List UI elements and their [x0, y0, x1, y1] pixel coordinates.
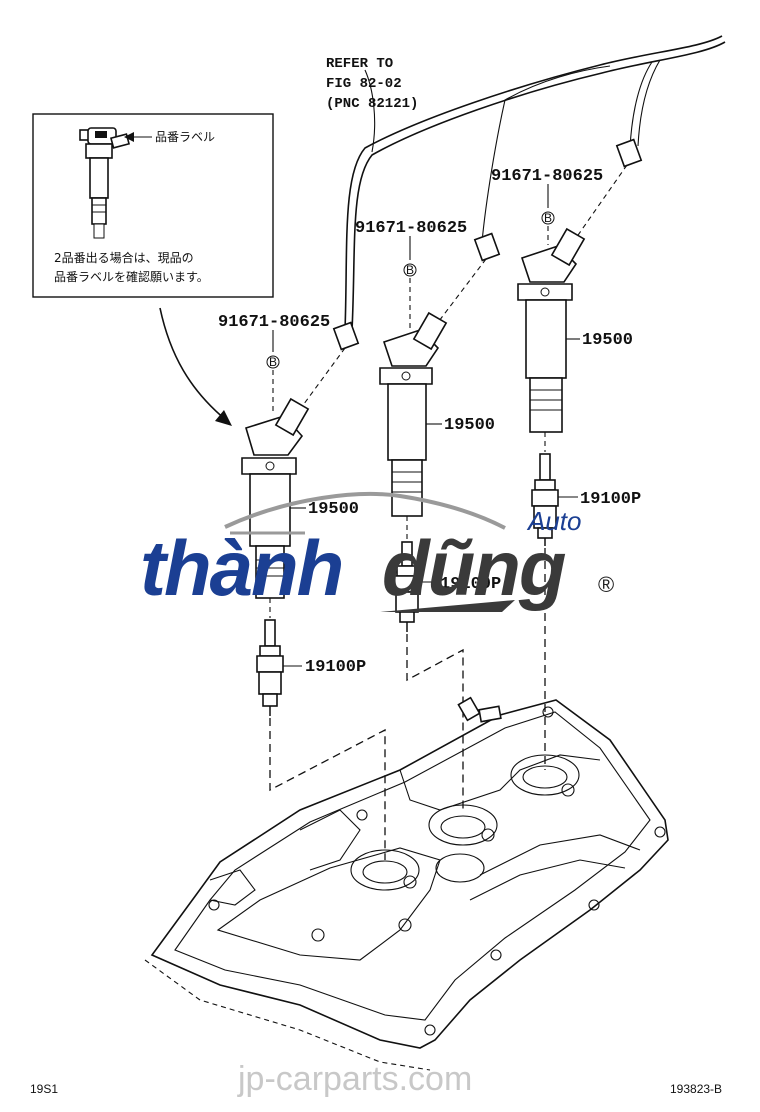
- inset-label-text: 品番ラベル: [155, 130, 215, 144]
- inset-note-line-1: 2品番出る場合は、現品の: [54, 250, 194, 265]
- watermark: thành dũng Auto ® jp-carparts.com: [140, 492, 614, 1098]
- watermark-arc: [224, 492, 506, 530]
- clamp-part-number-2: 91671-80625: [355, 219, 467, 238]
- watermark-site: jp-carparts.com: [237, 1060, 472, 1098]
- inset-note-box: 品番ラベル 2品番出る場合は、現品の 品番ラベルを確認願います。: [32, 113, 274, 298]
- plug-bore-1: [350, 849, 420, 891]
- clamp-connector-1: [332, 321, 360, 351]
- clamp-marker-circle-2: [403, 263, 417, 277]
- inset-coil-icon: [79, 127, 131, 239]
- clamp-marker-2: B: [406, 263, 414, 277]
- spark-plug-1: [256, 619, 302, 716]
- clamp-part-number-3: 91671-80625: [491, 167, 603, 186]
- reference-line-3: (PNC 82121): [326, 96, 418, 112]
- reference-line-1: REFER TO: [326, 56, 393, 72]
- footer-left-code: 19S1: [30, 1082, 58, 1096]
- clamp-connector-2: [473, 232, 501, 262]
- reference-line-2: FIG 82-02: [326, 76, 402, 92]
- spark-plug-3: [531, 453, 578, 546]
- watermark-brand-suffix: Auto: [526, 506, 582, 536]
- clamp-part-number-1: 91671-80625: [218, 313, 330, 332]
- ignition-coil-label-1: 19500: [308, 500, 359, 519]
- spark-plug-label-1: 19100P: [305, 658, 366, 677]
- spark-plug-label-2: 19100P: [440, 575, 501, 594]
- footer-right-code: 193823-B: [670, 1082, 722, 1096]
- cylinder-head-cover: [144, 696, 669, 1071]
- ignition-coil-2: [379, 311, 448, 517]
- clamp-connector-3: [615, 138, 643, 168]
- inset-arrow-head: [215, 410, 232, 426]
- spark-plug-2: [393, 541, 440, 632]
- watermark-registered: ®: [598, 572, 614, 597]
- clamp-connectors: [332, 138, 643, 351]
- clamp-marker-circle-3: [541, 211, 555, 225]
- plug-bore-2: [428, 804, 498, 846]
- spark-plug-label-3: 19100P: [580, 490, 641, 509]
- watermark-brand-dark: thành: [140, 524, 342, 612]
- ignition-coil-3: [517, 227, 586, 433]
- ignition-coil-label-3: 19500: [582, 331, 633, 350]
- plug-bore-3: [510, 754, 580, 796]
- watermark-brand-light: dũng: [382, 524, 566, 612]
- ignition-coil-label-2: 19500: [444, 416, 495, 435]
- inset-arrow: [159, 307, 227, 421]
- wire-harness: [344, 35, 726, 331]
- alignment-line-1: [269, 718, 386, 860]
- clamp-marker-1: B: [269, 355, 277, 369]
- clamp-marker-circle-1: [266, 355, 280, 369]
- alignment-line-2: [406, 634, 464, 810]
- clamp-marker-3: B: [544, 211, 552, 225]
- reference-note: REFER TO FIG 82-02 (PNC 82121): [326, 56, 418, 112]
- inset-note-line-2: 品番ラベルを確認願います。: [54, 269, 209, 284]
- clamp-labels: 91671-80625 B 91671-80625 B 91671-80625 …: [218, 167, 603, 412]
